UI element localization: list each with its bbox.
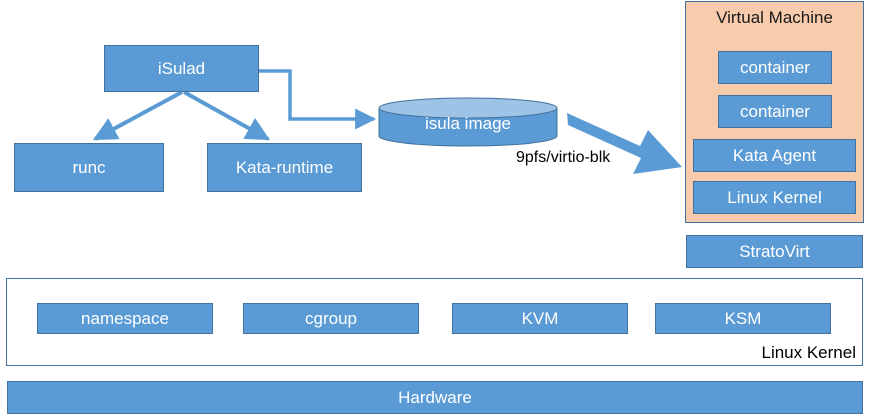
node-container-2[interactable]: container	[718, 95, 832, 128]
node-container-2-label: container	[740, 102, 810, 121]
node-kata-agent[interactable]: Kata Agent	[693, 139, 856, 172]
node-kata-runtime[interactable]: Kata-runtime	[207, 143, 362, 192]
node-kvm[interactable]: KVM	[452, 303, 628, 334]
node-kata-agent-label: Kata Agent	[732, 146, 817, 165]
node-cgroup[interactable]: cgroup	[243, 303, 419, 334]
node-hardware-label: Hardware	[398, 388, 472, 407]
node-runc-label: runc	[72, 158, 106, 177]
node-stratovirt-label: StratoVirt	[739, 242, 810, 261]
node-ksm-label: KSM	[724, 309, 762, 328]
cylinder-shape	[378, 97, 558, 147]
node-ksm[interactable]: KSM	[655, 303, 831, 334]
node-namespace-label: namespace	[81, 309, 169, 328]
node-cgroup-label: cgroup	[305, 309, 357, 328]
edge-label-9pfs-virtio-blk: 9pfs/virtio-blk	[516, 149, 611, 166]
node-isula-image-label: isula image	[425, 114, 511, 133]
edge-isulad-to-kata-runtime	[183, 90, 271, 141]
node-container-1-label: container	[740, 58, 810, 77]
node-vm-linux-kernel[interactable]: Linux Kernel	[693, 181, 856, 214]
edge-isulad-to-isula-image	[258, 69, 377, 130]
node-runc[interactable]: runc	[14, 143, 164, 192]
panel-host-linux-kernel-label: Linux Kernel	[761, 343, 856, 362]
node-kvm-label: KVM	[521, 309, 559, 328]
node-vm-linux-kernel-label: Linux Kernel	[727, 188, 822, 207]
node-kata-runtime-label: Kata-runtime	[235, 158, 334, 177]
edge-isulad-to-runc	[92, 90, 183, 141]
node-hardware[interactable]: Hardware	[7, 381, 863, 414]
node-isula-image[interactable]: isula image	[378, 97, 558, 147]
panel-virtual-machine-title: Virtual Machine	[716, 8, 833, 27]
node-namespace[interactable]: namespace	[37, 303, 213, 334]
node-container-1[interactable]: container	[718, 51, 832, 84]
node-isulad[interactable]: iSulad	[104, 45, 259, 92]
node-isulad-label: iSulad	[157, 59, 206, 78]
node-stratovirt[interactable]: StratoVirt	[686, 235, 863, 268]
